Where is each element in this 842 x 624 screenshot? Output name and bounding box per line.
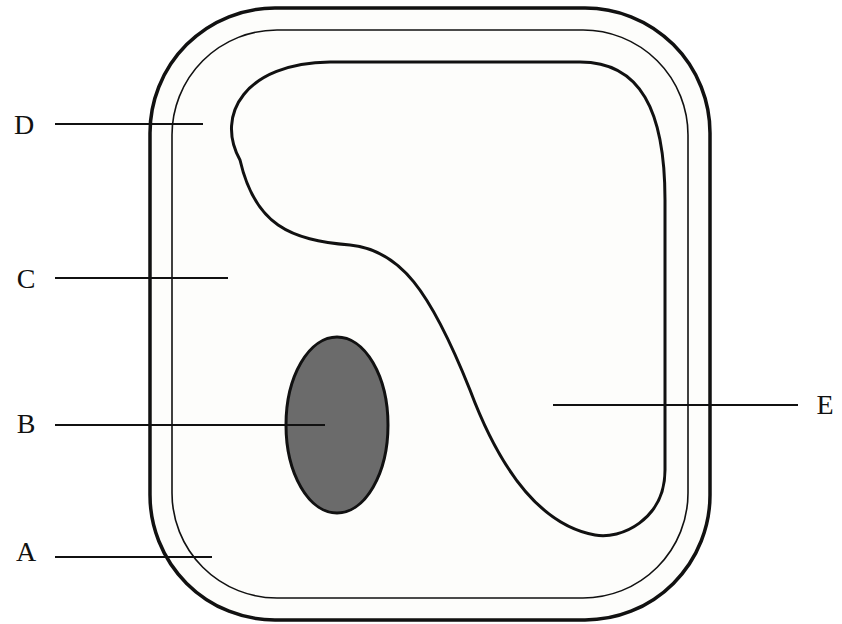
part-label: D: [14, 111, 34, 139]
part-label: E: [816, 391, 833, 419]
cell-wall: [150, 8, 710, 620]
cell-membrane: [172, 30, 688, 598]
part-label: A: [16, 538, 36, 566]
leader-line: [55, 424, 325, 426]
leader-line: [55, 277, 228, 279]
leader-line: [55, 556, 212, 558]
part-label: C: [17, 265, 36, 293]
leader-line: [55, 123, 203, 125]
leader-line: [553, 404, 798, 406]
vacuole: [231, 62, 665, 536]
part-label: B: [17, 410, 36, 438]
